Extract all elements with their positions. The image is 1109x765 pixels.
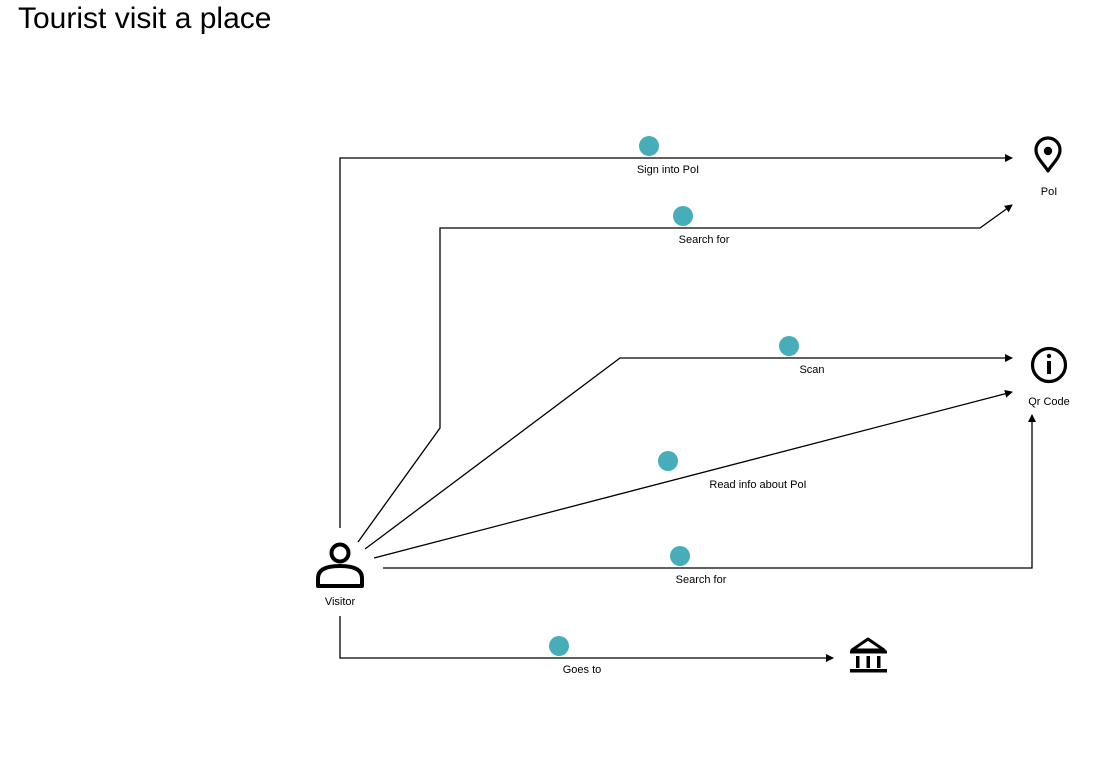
- node-label: Qr Code: [1028, 396, 1070, 408]
- edge-dot[interactable]: [639, 136, 659, 156]
- info-icon: [1030, 346, 1068, 384]
- node-qr-code[interactable]: Qr Code: [1028, 346, 1070, 409]
- edge-search-for-qr-code[interactable]: Search for: [383, 414, 1036, 586]
- edge-sign-into-poi[interactable]: Sign into PoI: [339, 136, 1013, 528]
- edge-scan[interactable]: Scan: [364, 336, 1013, 550]
- map-pin-icon: [1034, 136, 1062, 173]
- edge-label: Read info about PoI: [709, 479, 806, 491]
- node-place[interactable]: [850, 637, 887, 673]
- edge-dot[interactable]: [670, 546, 690, 566]
- edge-label: Sign into PoI: [637, 164, 699, 176]
- edge-dot[interactable]: [549, 636, 569, 656]
- edge-dot[interactable]: [779, 336, 799, 356]
- edge-label: Search for: [679, 234, 730, 246]
- edge-search-for-poi[interactable]: Search for: [357, 204, 1013, 543]
- edge-read-info-about-poi[interactable]: Read info about PoI: [373, 389, 1013, 559]
- page-title: Tourist visit a place: [18, 2, 272, 35]
- person-icon: [316, 542, 364, 588]
- edge-dot[interactable]: [673, 206, 693, 226]
- edge-goes-to[interactable]: Goes to: [339, 616, 834, 676]
- edge-dot[interactable]: [658, 451, 678, 471]
- node-label: PoI: [1041, 186, 1058, 198]
- edge-label: Goes to: [563, 664, 602, 676]
- museum-icon: [850, 637, 887, 673]
- node-visitor[interactable]: Visitor: [316, 542, 364, 609]
- node-poi[interactable]: PoI: [1034, 136, 1062, 198]
- edge-label: Scan: [799, 364, 824, 376]
- node-label: Visitor: [325, 596, 356, 608]
- edge-label: Search for: [676, 574, 727, 586]
